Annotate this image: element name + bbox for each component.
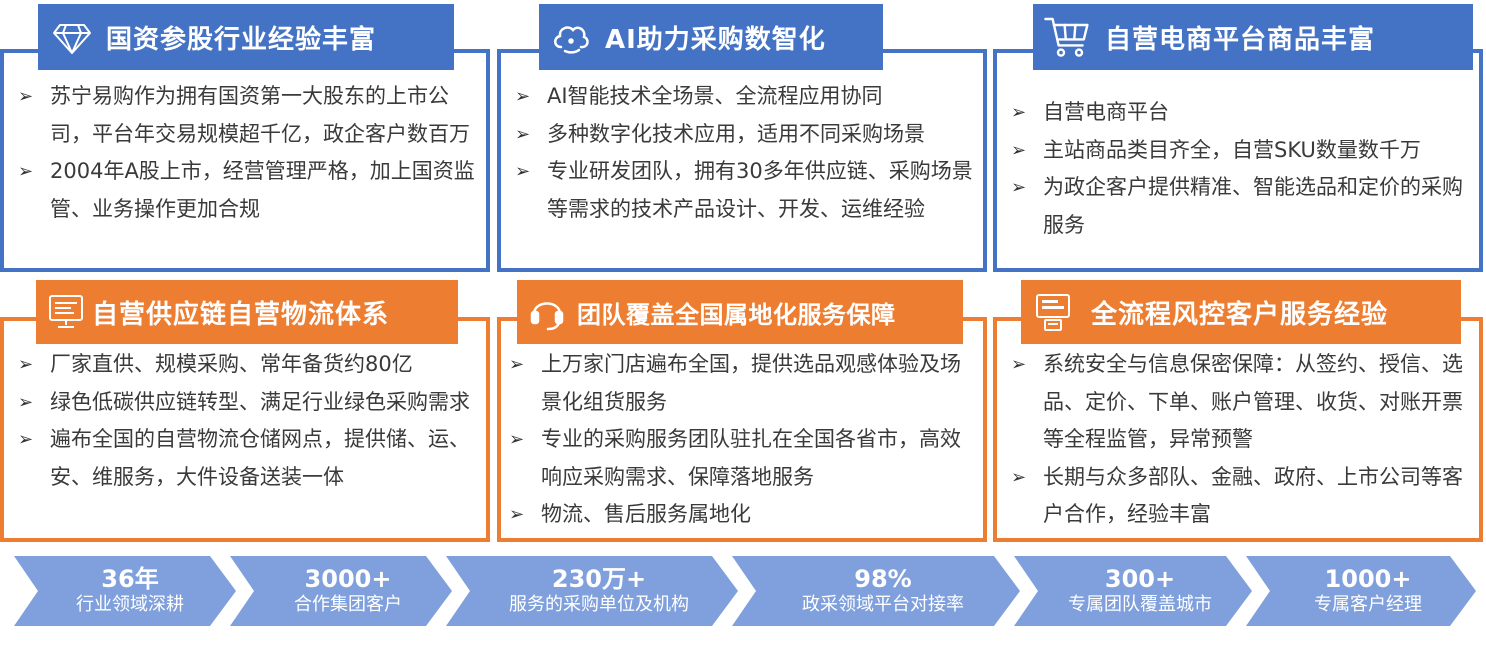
card-title: AI助力采购数智化	[605, 24, 826, 55]
card-frame	[993, 49, 1483, 272]
card-frame	[0, 317, 490, 542]
list-item: ➢主站商品类目齐全，自营SKU数量数千万	[1005, 132, 1473, 170]
list-item: ➢绿色低碳供应链转型、满足行业绿色采购需求	[12, 384, 480, 422]
card-header: 自营电商平台商品丰富	[1033, 4, 1473, 70]
list-item: ➢物流、售后服务属地化	[503, 496, 977, 534]
card-title: 团队覆盖全国属地化服务保障	[577, 300, 896, 329]
card-frame	[993, 317, 1483, 542]
stat-label: 政采领域平台对接率	[802, 594, 964, 615]
stat-label: 合作集团客户	[294, 594, 402, 615]
card-title: 自营电商平台商品丰富	[1105, 24, 1376, 55]
bullet-arrow-icon: ➢	[18, 86, 34, 107]
stat-chevron: 300+专属团队覆盖城市	[1014, 556, 1252, 626]
list-item: ➢系统安全与信息保密保障：从签约、授信、选品、定价、下单、账户管理、收货、对账开…	[1005, 346, 1469, 459]
card-header: 自营供应链自营物流体系	[36, 280, 458, 344]
stat-value: 98%	[854, 565, 912, 593]
bullet-arrow-icon: ➢	[515, 161, 531, 182]
stat-value: 300+	[1104, 565, 1176, 593]
list-item: ➢厂家直供、规模采购、常年备货约80亿	[12, 346, 480, 384]
bullet-arrow-icon: ➢	[509, 504, 525, 525]
bullet-arrow-icon: ➢	[515, 86, 531, 107]
stat-text: 36年行业领域深耕	[14, 556, 236, 626]
card-title: 国资参股行业经验丰富	[106, 24, 377, 55]
stat-value: 230万+	[551, 565, 647, 593]
card-title: 自营供应链自营物流体系	[92, 299, 390, 330]
list-item: ➢上万家门店遍布全国，提供选品观感体验及场景化组货服务	[503, 346, 977, 421]
list-item: ➢苏宁易购作为拥有国资第一大股东的上市公司，平台年交易规模超千亿，政企客户数百万	[12, 78, 480, 153]
card-header: 团队覆盖全国属地化服务保障	[517, 280, 963, 344]
bullet-arrow-icon: ➢	[509, 429, 525, 450]
headset-icon	[527, 292, 567, 332]
bullet-list: ➢苏宁易购作为拥有国资第一大股东的上市公司，平台年交易规模超千亿，政企客户数百万…	[12, 78, 480, 228]
card-header: 全流程风控客户服务经验	[1021, 280, 1461, 344]
list-item: ➢AI智能技术全场景、全流程应用协同	[509, 78, 981, 116]
bullet-list: ➢系统安全与信息保密保障：从签约、授信、选品、定价、下单、账户管理、收货、对账开…	[1005, 346, 1469, 534]
stat-value: 36年	[101, 565, 159, 593]
chevron-shape	[230, 556, 452, 626]
cloud-icon	[551, 17, 591, 57]
stat-chevron: 230万+服务的采购单位及机构	[446, 556, 738, 626]
card-state-owned-experience: 国资参股行业经验丰富 ➢苏宁易购作为拥有国资第一大股东的上市公司，平台年交易规模…	[0, 4, 490, 272]
stat-text: 230万+服务的采购单位及机构	[446, 556, 738, 626]
list-item: ➢专业的采购服务团队驻扎在全国各省市，高效响应采购需求、保障落地服务	[503, 421, 977, 496]
list-item: ➢专业研发团队，拥有30多年供应链、采购场景等需求的技术产品设计、开发、运维经验	[509, 153, 981, 228]
chevron-shape	[1246, 556, 1476, 626]
monitor-icon	[46, 292, 86, 332]
list-item: ➢自营电商平台	[1005, 94, 1473, 132]
stat-value: 1000+	[1324, 565, 1412, 593]
bullet-arrow-icon: ➢	[18, 161, 34, 182]
stat-value: 3000+	[304, 565, 392, 593]
diamond-icon	[52, 17, 92, 57]
bullet-list: ➢厂家直供、规模采购、常年备货约80亿 ➢绿色低碳供应链转型、满足行业绿色采购需…	[12, 346, 480, 496]
bullet-arrow-icon: ➢	[18, 391, 34, 413]
card-supply-chain-logistics: 自营供应链自营物流体系 ➢厂家直供、规模采购、常年备货约80亿 ➢绿色低碳供应链…	[0, 280, 490, 542]
list-item: ➢多种数字化技术应用，适用不同采购场景	[509, 116, 981, 154]
card-header: 国资参股行业经验丰富	[38, 4, 454, 70]
card-ecommerce-products: 自营电商平台商品丰富 ➢自营电商平台 ➢主站商品类目齐全，自营SKU数量数千万 …	[993, 4, 1483, 272]
bullet-list: ➢AI智能技术全场景、全流程应用协同 ➢多种数字化技术应用，适用不同采购场景 ➢…	[509, 78, 981, 228]
list-item: ➢为政企客户提供精准、智能选品和定价的采购服务	[1005, 169, 1473, 244]
card-risk-control: 全流程风控客户服务经验 ➢系统安全与信息保密保障：从签约、授信、选品、定价、下单…	[993, 280, 1483, 542]
bullet-arrow-icon: ➢	[18, 354, 34, 375]
card-header: AI助力采购数智化	[539, 4, 883, 70]
card-title: 全流程风控客户服务经验	[1091, 299, 1389, 330]
stat-label: 服务的采购单位及机构	[509, 594, 689, 615]
computer-icon	[1033, 292, 1073, 332]
stat-chevron: 3000+合作集团客户	[230, 556, 452, 626]
stat-text: 98%政采领域平台对接率	[732, 556, 1020, 626]
stat-label: 行业领域深耕	[76, 594, 184, 615]
stat-chevron: 98%政采领域平台对接率	[732, 556, 1020, 626]
card-frame	[497, 317, 987, 542]
stat-label: 专属客户经理	[1314, 594, 1422, 615]
stat-text: 300+专属团队覆盖城市	[1014, 556, 1252, 626]
stats-bar: 36年行业领域深耕 3000+合作集团客户 230万+服务的采购单位及机构 98…	[14, 556, 1476, 626]
bullet-arrow-icon: ➢	[515, 123, 531, 145]
chevron-shape	[14, 556, 236, 626]
bullet-arrow-icon: ➢	[1011, 139, 1027, 161]
list-item: ➢遍布全国的自营物流仓储网点，提供储、运、安、维服务，大件设备送装一体	[12, 421, 480, 496]
shopping-cart-icon	[1043, 13, 1091, 61]
card-nationwide-service: 团队覆盖全国属地化服务保障 ➢上万家门店遍布全国，提供选品观感体验及场景化组货服…	[497, 280, 987, 542]
bullet-list: ➢上万家门店遍布全国，提供选品观感体验及场景化组货服务 ➢专业的采购服务团队驻扎…	[503, 346, 977, 534]
bullet-arrow-icon: ➢	[18, 429, 34, 450]
list-item: ➢2004年A股上市，经营管理严格，加上国资监管、业务操作更加合规	[12, 153, 480, 228]
stat-chevron: 36年行业领域深耕	[14, 556, 236, 626]
stat-text: 3000+合作集团客户	[230, 556, 452, 626]
bullet-arrow-icon: ➢	[1011, 177, 1027, 198]
bullet-arrow-icon: ➢	[1011, 102, 1027, 123]
chevron-shape	[1014, 556, 1252, 626]
card-frame	[497, 49, 987, 272]
bullet-arrow-icon: ➢	[1011, 466, 1027, 488]
bullet-list: ➢自营电商平台 ➢主站商品类目齐全，自营SKU数量数千万 ➢为政企客户提供精准、…	[1005, 94, 1473, 244]
bullet-arrow-icon: ➢	[509, 354, 525, 375]
chevron-shape	[446, 556, 738, 626]
stat-text: 1000+专属客户经理	[1246, 556, 1476, 626]
list-item: ➢长期与众多部队、金融、政府、上市公司等客户合作，经验丰富	[1005, 459, 1469, 534]
stat-chevron: 1000+专属客户经理	[1246, 556, 1476, 626]
bullet-arrow-icon: ➢	[1011, 354, 1027, 375]
chevron-shape	[732, 556, 1020, 626]
stat-label: 专属团队覆盖城市	[1068, 594, 1212, 615]
card-ai-procurement: AI助力采购数智化 ➢AI智能技术全场景、全流程应用协同 ➢多种数字化技术应用，…	[497, 4, 987, 272]
